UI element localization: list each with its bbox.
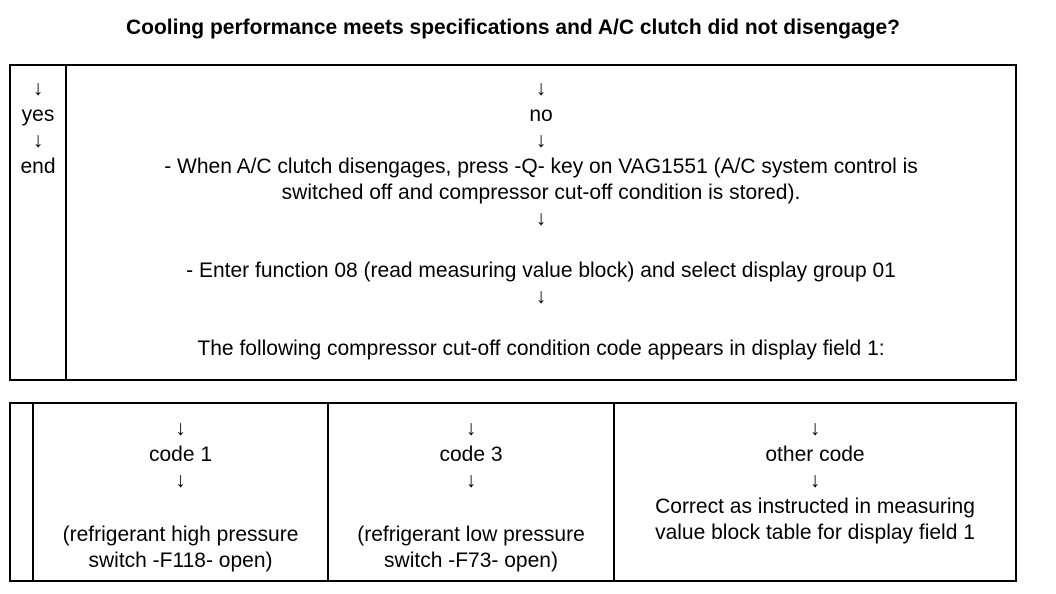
down-arrow-icon: ↓	[535, 207, 547, 230]
code-1-desc-line1: (refrigerant high pressure	[62, 523, 299, 546]
down-arrow-icon: ↓	[32, 77, 44, 100]
other-code-label: other code	[765, 443, 865, 466]
down-arrow-icon: ↓	[175, 469, 186, 492]
down-arrow-icon: ↓	[535, 129, 547, 152]
divider-line	[65, 66, 67, 379]
code-3-desc-line2: switch -F73- open)	[384, 549, 558, 572]
step-clutch-text-line1: - When A/C clutch disengages, press -Q- …	[164, 155, 918, 178]
code-3-desc-line1: (refrigerant low pressure	[357, 523, 585, 546]
other-code-cell: ↓ other code ↓ Correct as instructed in …	[615, 416, 1015, 546]
code-3-label: code 3	[439, 443, 503, 466]
step-code-text: The following compressor cut-off conditi…	[197, 337, 885, 360]
down-arrow-icon: ↓	[465, 469, 477, 492]
down-arrow-icon: ↓	[535, 77, 547, 100]
yes-branch: ↓ yes ↓ end	[11, 76, 65, 180]
yes-label: yes	[21, 103, 55, 126]
code-1-desc-line2: switch -F118- open)	[88, 549, 273, 572]
question-title: Cooling performance meets specifications…	[125, 16, 900, 39]
step-function-text: - Enter function 08 (read measuring valu…	[186, 259, 896, 282]
no-branch: ↓ no ↓ - When A/C clutch disengages, pre…	[67, 76, 1015, 362]
code-3-cell: ↓ code 3 ↓ (refrigerant low pressure swi…	[329, 416, 613, 574]
flow-box-top: ↓ yes ↓ end ↓ no ↓ - When A/C clutch dis…	[9, 64, 1017, 381]
divider-line	[327, 404, 329, 580]
step-clutch-text-line2: switched off and compressor cut-off cond…	[281, 181, 801, 204]
down-arrow-icon: ↓	[175, 417, 186, 440]
code-1-cell: ↓ code 1 ↓ (refrigerant high pressure sw…	[34, 416, 327, 574]
flow-box-bottom: ↓ code 1 ↓ (refrigerant high pressure sw…	[9, 402, 1017, 582]
down-arrow-icon: ↓	[809, 469, 821, 492]
down-arrow-icon: ↓	[535, 285, 547, 308]
down-arrow-icon: ↓	[465, 417, 477, 440]
divider-line	[613, 404, 615, 580]
down-arrow-icon: ↓	[32, 129, 44, 152]
other-code-desc-line1: Correct as instructed in measuring	[655, 495, 975, 518]
divider-line	[32, 404, 34, 580]
no-label: no	[529, 103, 553, 126]
code-1-label: code 1	[148, 443, 213, 466]
down-arrow-icon: ↓	[809, 417, 821, 440]
end-label: end	[20, 155, 56, 178]
other-code-desc-line2: value block table for display field 1	[655, 521, 975, 544]
